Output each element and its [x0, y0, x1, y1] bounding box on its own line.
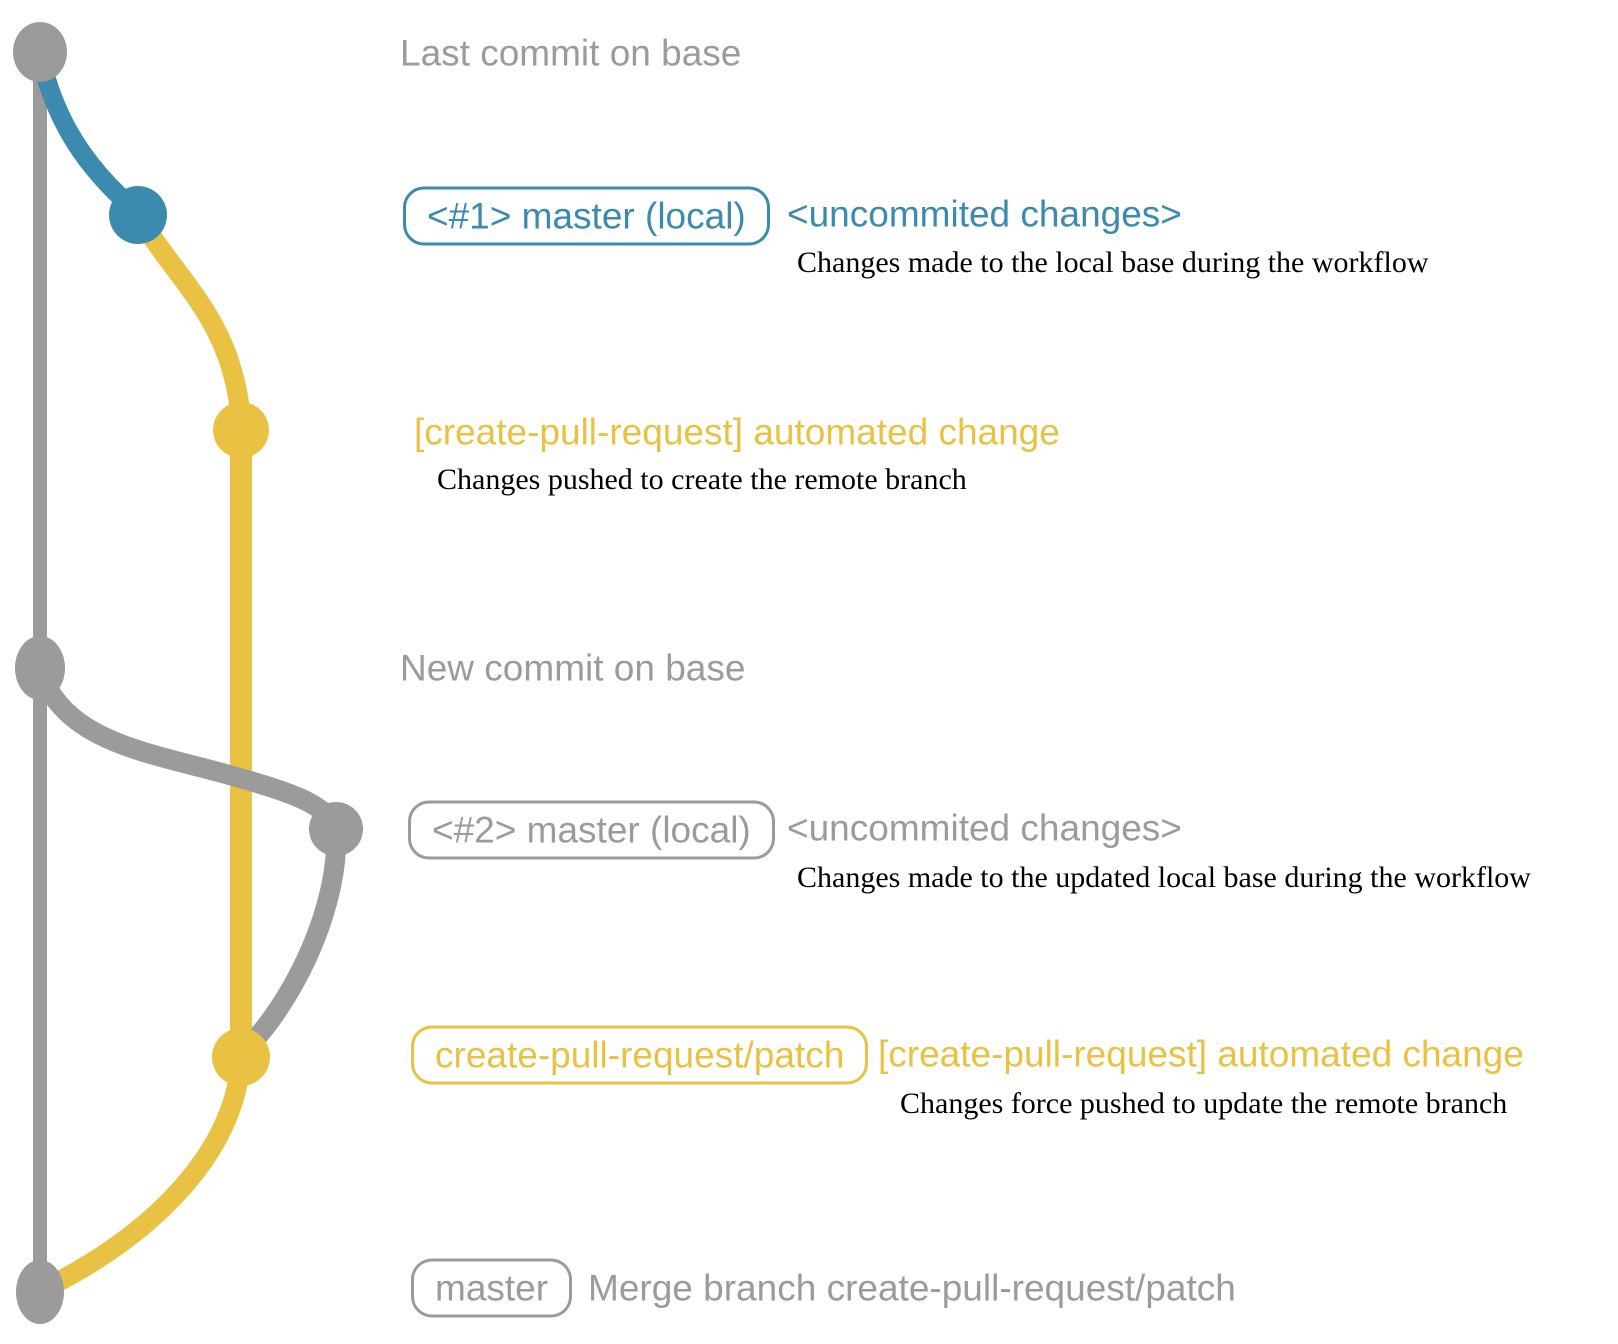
local-master-commit-1-dot: [109, 186, 167, 244]
last-commit-label: Last commit on base: [400, 32, 742, 74]
push2-description: Changes force pushed to update the remot…: [900, 1087, 1508, 1120]
branch-badge-master: master: [411, 1258, 573, 1318]
local-master-commit-2-dot: [309, 802, 363, 856]
patch-branch-commit-2-dot: [212, 1028, 270, 1086]
commit2-message: <uncommited changes>: [787, 807, 1182, 849]
local-to-patch-curve: [242, 819, 347, 1053]
new-commit-label: New commit on base: [400, 647, 746, 689]
merge-commit-dot: [16, 1260, 64, 1324]
branch-badge-patch: create-pull-request/patch: [411, 1025, 869, 1085]
patch-branch-create-curve: [129, 206, 251, 434]
patch-branch-merge-curve: [40, 1048, 251, 1296]
push1-description: Changes pushed to create the remote bran…: [437, 463, 967, 496]
push2-message: [create-pull-request] automated change: [878, 1033, 1524, 1075]
git-graph: [13, 22, 363, 1324]
commit1-message: <uncommited changes>: [787, 193, 1182, 235]
local-branch-curve-1: [31, 48, 147, 222]
branch-badge-master-local-2: <#2> master (local): [408, 800, 775, 860]
commit1-description: Changes made to the local base during th…: [797, 246, 1429, 279]
commit2-description: Changes made to the updated local base d…: [797, 861, 1531, 894]
last-base-commit-dot: [13, 22, 67, 82]
new-base-commit-dot: [15, 636, 65, 700]
patch-branch-commit-1-dot: [213, 402, 269, 458]
local-branch-curve-2: [31, 664, 346, 839]
branch-badge-master-local-1: <#1> master (local): [403, 186, 770, 246]
merge-message: Merge branch create-pull-request/patch: [588, 1267, 1236, 1309]
push1-message: [create-pull-request] automated change: [414, 411, 1060, 453]
